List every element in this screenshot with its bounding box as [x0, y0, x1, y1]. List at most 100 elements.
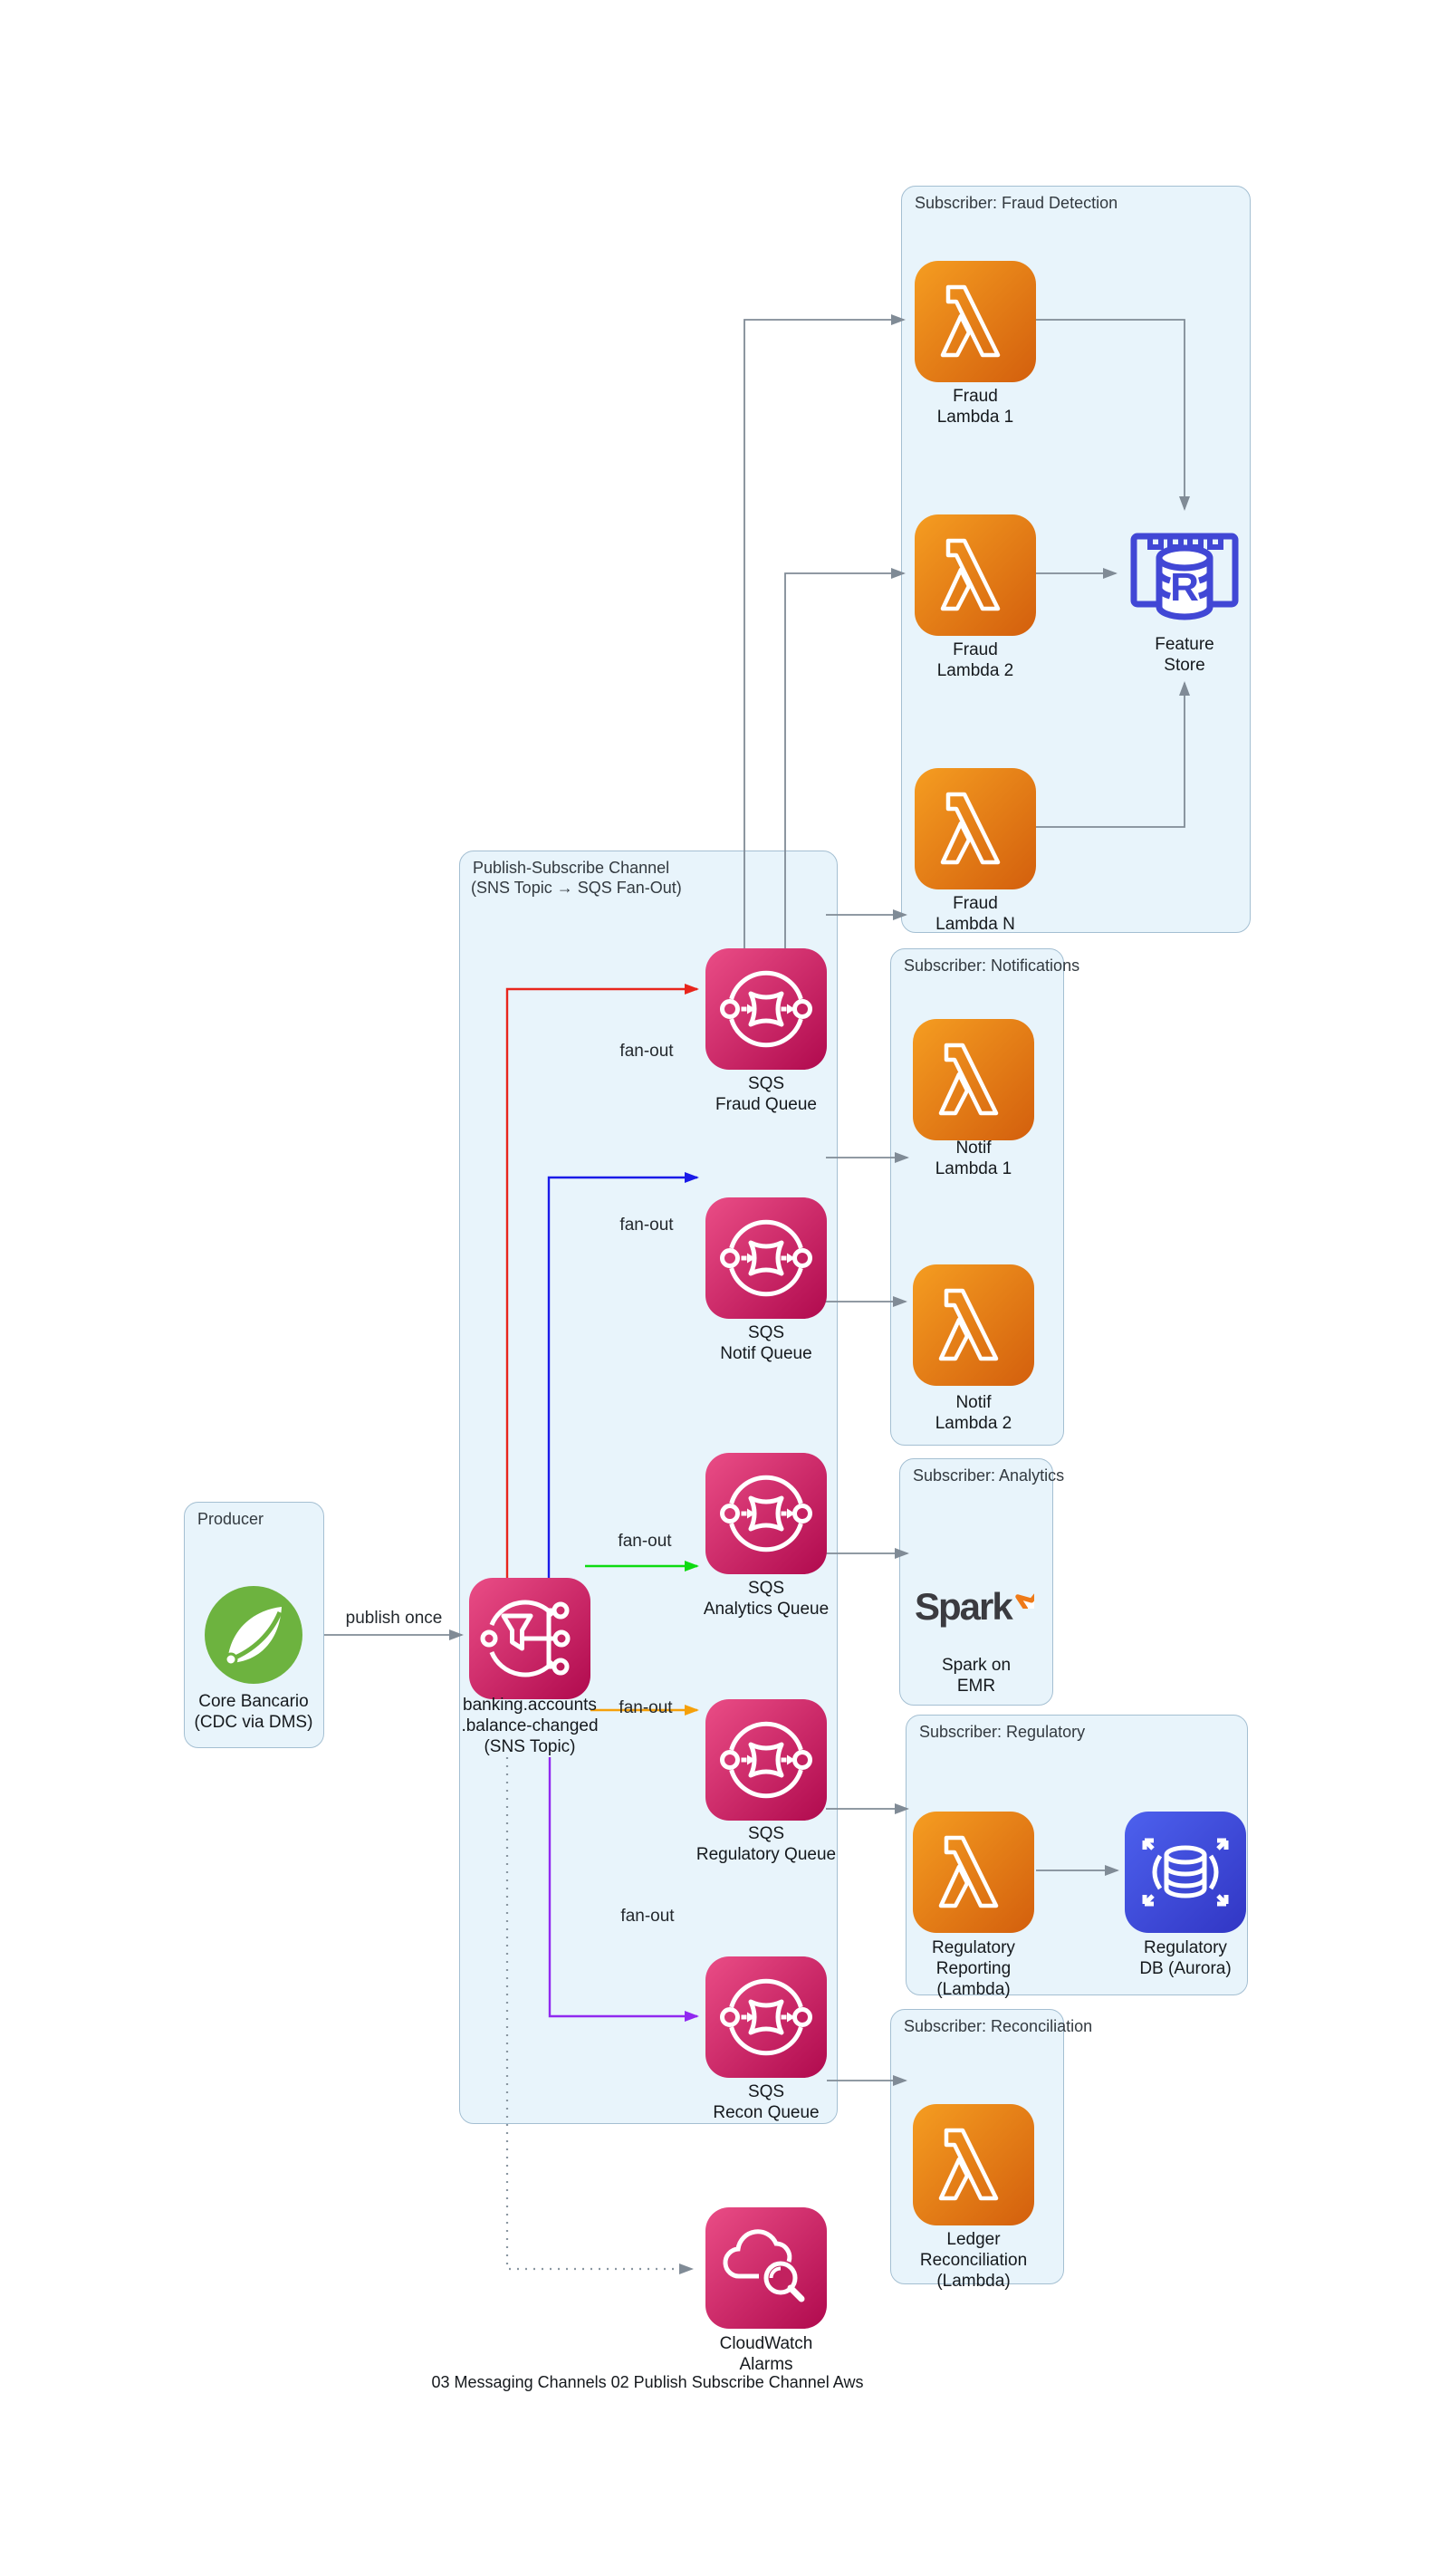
- edge-sns-to-cloudwatch-dotted: [505, 1757, 694, 2274]
- group-pubsub-title-line2: (SNS Topic → SQS Fan-Out): [471, 879, 682, 897]
- regulatory-reporting-label-line2: Reporting: [935, 1959, 1012, 1978]
- edge-label-fanout-analytics: fan-out: [618, 1532, 672, 1551]
- regulatory-reporting-label-line3: (Lambda): [936, 1980, 1011, 1999]
- feature-store-redis-icon: [1123, 516, 1246, 630]
- core-bancario-label-line2: (CDC via DMS): [194, 1713, 313, 1732]
- sqs-analytics-queue-icon: [705, 1453, 827, 1574]
- core-bancario-label-line1: Core Bancario: [198, 1692, 309, 1711]
- notif-lambda-2-label-line2: Lambda 2: [935, 1414, 1012, 1433]
- sns-topic-label-line3: (SNS Topic): [484, 1737, 576, 1756]
- sqs-analytics-label-line2: Analytics Queue: [703, 1600, 830, 1619]
- feature-store-label: Feature Store: [1085, 634, 1284, 676]
- sns-topic-icon: [469, 1578, 590, 1699]
- sns-topic-label: banking.accounts .balance-changed (SNS T…: [430, 1695, 629, 1757]
- regulatory-db-label-line1: Regulatory: [1144, 1938, 1227, 1957]
- group-producer-title: Producer: [197, 1510, 264, 1528]
- group-fraud-title: Subscriber: Fraud Detection: [915, 194, 1118, 212]
- ledger-reconciliation-label: Ledger Reconciliation (Lambda): [874, 2229, 1073, 2292]
- notif-lambda-1-label: Notif Lambda 1: [874, 1138, 1073, 1179]
- edge-fanout-notif: [547, 1172, 699, 1578]
- edge-label-fanout-recon: fan-out: [620, 1907, 675, 1926]
- cloudwatch-alarms-label: CloudWatch Alarms: [667, 2333, 866, 2375]
- sqs-regulatory-label-line1: SQS: [747, 1824, 785, 1843]
- sqs-notif-label-line2: Notif Queue: [720, 1344, 812, 1363]
- edge-fraud-lambda-n-to-feature-store: [1036, 681, 1190, 828]
- sqs-notif-queue-icon: [705, 1197, 827, 1319]
- fraud-lambda-2-label: Fraud Lambda 2: [876, 639, 1075, 681]
- spark-emr-label-line2: EMR: [956, 1677, 996, 1696]
- edge-fanout-fraud: [505, 984, 699, 1578]
- group-pubsub-title-line1: Publish-Subscribe Channel: [473, 859, 670, 877]
- fraud-lambda-n-label-line2: Lambda N: [935, 915, 1015, 934]
- fraud-lambda-n-label-line1: Fraud: [953, 894, 998, 913]
- regulatory-reporting-lambda-icon: [913, 1812, 1034, 1933]
- fraud-lambda-2-icon: [915, 514, 1036, 636]
- sqs-fraud-queue-label: SQS Fraud Queue: [667, 1073, 866, 1115]
- edge-label-fanout-regulatory: fan-out: [619, 1698, 673, 1717]
- fraud-lambda-1-icon: [915, 261, 1036, 382]
- group-regulatory-title: Subscriber: Regulatory: [919, 1723, 1086, 1741]
- ledger-reconciliation-label-line1: Ledger: [946, 2230, 1001, 2249]
- fraud-lambda-1-label: Fraud Lambda 1: [876, 386, 1075, 428]
- edge-label-fanout-notif: fan-out: [619, 1216, 674, 1235]
- fraud-lambda-2-label-line1: Fraud: [953, 640, 998, 659]
- sns-topic-label-line2: .balance-changed: [461, 1716, 599, 1735]
- notif-lambda-2-label-line1: Notif: [955, 1393, 992, 1412]
- fraud-lambda-1-label-line1: Fraud: [953, 387, 998, 406]
- feature-store-label-line1: Feature: [1155, 635, 1214, 654]
- fraud-lambda-n-label: Fraud Lambda N: [876, 893, 1075, 935]
- sqs-fraud-label-line1: SQS: [747, 1074, 785, 1093]
- sqs-recon-label-line2: Recon Queue: [713, 2103, 820, 2122]
- sqs-regulatory-queue-label: SQS Regulatory Queue: [667, 1823, 866, 1865]
- regulatory-db-label: Regulatory DB (Aurora): [1086, 1937, 1285, 1979]
- sns-topic-label-line1: banking.accounts: [463, 1696, 597, 1715]
- ledger-reconciliation-label-line3: (Lambda): [936, 2272, 1011, 2291]
- cloudwatch-alarms-icon: [705, 2207, 827, 2329]
- spark-emr-label: Spark on EMR: [877, 1655, 1076, 1697]
- edge-fraud-lambda-1-to-feature-store: [1036, 319, 1190, 511]
- group-notifications-title: Subscriber: Notifications: [904, 956, 1080, 975]
- edge-fanout-recon: [548, 1757, 699, 2022]
- diagram-title: 03 Messaging Channels 02 Publish Subscri…: [431, 2373, 864, 2391]
- regulatory-db-aurora-icon: [1125, 1812, 1246, 1933]
- edge-label-fanout-fraud: fan-out: [619, 1042, 674, 1061]
- sqs-fraud-queue-icon: [705, 948, 827, 1070]
- sqs-notif-label-line1: SQS: [747, 1323, 785, 1342]
- sqs-fraud-label-line2: Fraud Queue: [715, 1095, 817, 1114]
- notif-lambda-1-icon: [913, 1019, 1034, 1140]
- fraud-lambda-1-label-line2: Lambda 1: [936, 408, 1014, 427]
- edge-fraud-queue-to-fraud-lambda-2: [784, 568, 906, 948]
- sqs-recon-queue-icon: [705, 1956, 827, 2078]
- sqs-regulatory-queue-icon: [705, 1699, 827, 1821]
- ledger-reconciliation-label-line2: Reconciliation: [919, 2251, 1028, 2270]
- spring-leaf-icon: [204, 1585, 303, 1685]
- fraud-lambda-2-label-line2: Lambda 2: [936, 661, 1014, 680]
- sqs-analytics-label-line1: SQS: [747, 1579, 785, 1598]
- feature-store-label-line2: Store: [1164, 656, 1205, 675]
- edge-label-publish-once: publish once: [345, 1609, 443, 1628]
- regulatory-reporting-label-line1: Regulatory: [932, 1938, 1015, 1957]
- sqs-analytics-queue-label: SQS Analytics Queue: [667, 1578, 866, 1620]
- spark-logo-wordmark: Spark: [915, 1585, 1013, 1628]
- sqs-notif-queue-label: SQS Notif Queue: [667, 1322, 866, 1364]
- group-analytics: Subscriber: Analytics: [899, 1458, 1064, 1706]
- sqs-recon-label-line1: SQS: [747, 2082, 785, 2101]
- regulatory-db-label-line2: DB (Aurora): [1139, 1959, 1232, 1978]
- fraud-lambda-n-icon: [915, 768, 1036, 889]
- sqs-regulatory-label-line2: Regulatory Queue: [696, 1845, 837, 1864]
- notif-lambda-1-label-line2: Lambda 1: [935, 1159, 1012, 1178]
- ledger-reconciliation-lambda-icon: [913, 2104, 1034, 2225]
- group-analytics-title: Subscriber: Analytics: [913, 1466, 1065, 1485]
- notif-lambda-1-label-line1: Notif: [955, 1139, 992, 1158]
- edge-fraud-queue-to-fraud-lambda-1: [743, 314, 906, 948]
- notif-lambda-2-label: Notif Lambda 2: [874, 1392, 1073, 1434]
- sqs-recon-queue-label: SQS Recon Queue: [667, 2081, 866, 2123]
- regulatory-reporting-label: Regulatory Reporting (Lambda): [874, 1937, 1073, 2000]
- cloudwatch-label-line1: CloudWatch: [719, 2334, 813, 2353]
- core-bancario-label: Core Bancario (CDC via DMS): [154, 1691, 353, 1733]
- spark-emr-label-line1: Spark on: [941, 1656, 1012, 1675]
- group-reconciliation-title: Subscriber: Reconciliation: [904, 2017, 1093, 2035]
- cloudwatch-label-line2: Alarms: [739, 2355, 793, 2374]
